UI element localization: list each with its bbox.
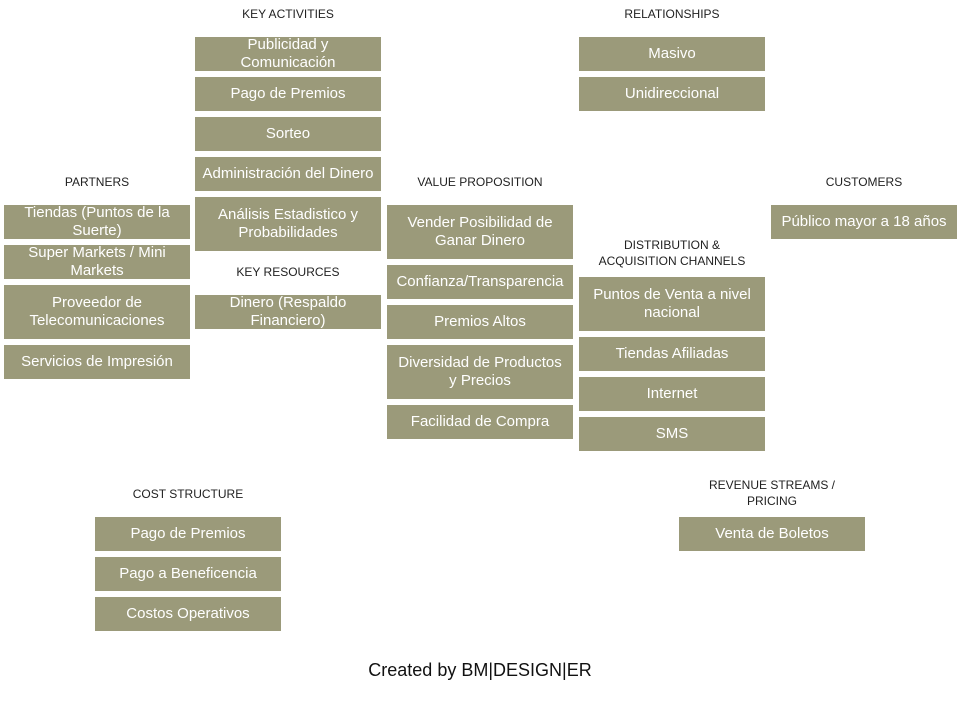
channel-box: Tiendas Afiliadas bbox=[579, 337, 765, 371]
partner-box: Proveedor de Telecomunicaciones bbox=[4, 285, 190, 339]
key-activity-box: Publicidad y Comunicación bbox=[195, 36, 381, 71]
revenue-box: Venta de Boletos bbox=[679, 517, 865, 551]
key-activity-box: Pago de Premios bbox=[195, 77, 381, 111]
value-proposition-header: VALUE PROPOSITION bbox=[417, 175, 543, 189]
cost-structure-header: COST STRUCTURE bbox=[132, 487, 244, 501]
key-resource-box: Dinero (Respaldo Financiero) bbox=[195, 294, 381, 329]
key-activity-box: Sorteo bbox=[195, 117, 381, 151]
cost-box: Pago de Premios bbox=[95, 517, 281, 551]
channel-box: Puntos de Venta a nivel nacional bbox=[579, 277, 765, 331]
partners-header: PARTNERS bbox=[64, 175, 130, 189]
channels-header: DISTRIBUTION & ACQUISITION CHANNELS bbox=[598, 238, 746, 268]
key-activities-header: KEY ACTIVITIES bbox=[242, 7, 334, 21]
key-activity-box: Análisis Estadistico y Probabilidades bbox=[195, 197, 381, 251]
key-resources-header: KEY RESOURCES bbox=[236, 265, 340, 279]
value-proposition-box: Diversidad de Productos y Precios bbox=[387, 345, 573, 399]
customers-header: CUSTOMERS bbox=[825, 175, 903, 189]
relationships-header: RELATIONSHIPS bbox=[624, 7, 720, 21]
value-proposition-box: Confianza/Transparencia bbox=[387, 265, 573, 299]
channel-box: Internet bbox=[579, 377, 765, 411]
partner-box: Super Markets / Mini Markets bbox=[4, 244, 190, 279]
cost-box: Costos Operativos bbox=[95, 597, 281, 631]
value-proposition-box: Facilidad de Compra bbox=[387, 405, 573, 439]
customer-box: Público mayor a 18 años bbox=[771, 205, 957, 239]
channel-box: SMS bbox=[579, 417, 765, 451]
cost-box: Pago a Beneficencia bbox=[95, 557, 281, 591]
value-proposition-box: Premios Altos bbox=[387, 305, 573, 339]
relationship-box: Unidireccional bbox=[579, 77, 765, 111]
footer-credit: Created by BM|DESIGN|ER bbox=[368, 660, 592, 680]
relationship-box: Masivo bbox=[579, 37, 765, 71]
value-proposition-box: Vender Posibilidad de Ganar Dinero bbox=[387, 205, 573, 259]
partner-box: Tiendas (Puntos de la Suerte) bbox=[4, 204, 190, 239]
revenue-streams-header: REVENUE STREAMS / PRICING bbox=[708, 478, 836, 508]
key-activity-box: Administración del Dinero bbox=[195, 157, 381, 191]
partner-box: Servicios de Impresión bbox=[4, 345, 190, 379]
